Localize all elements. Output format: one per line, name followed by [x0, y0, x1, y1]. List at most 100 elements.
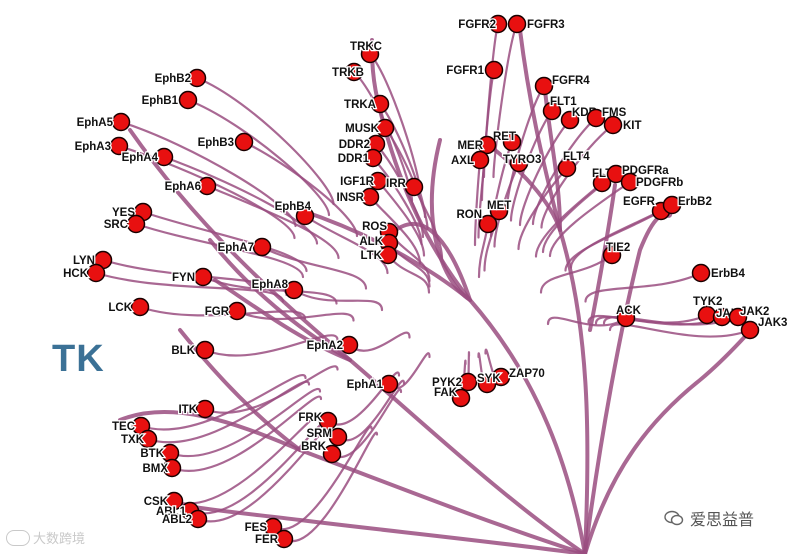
- kinase-label-flt4: FLT4: [563, 151, 590, 163]
- kinase-node-kdr: [560, 110, 580, 130]
- kinase-node-btk: [160, 443, 180, 463]
- kinase-label-ddr2: DDR2: [339, 139, 370, 151]
- tree-branch: [531, 116, 598, 226]
- kinase-node-igf1r: [368, 171, 388, 191]
- kinase-label-csk: CSK: [144, 496, 169, 508]
- kinase-node-txk: [138, 429, 158, 449]
- kinase-node-mer: [477, 135, 497, 155]
- kinase-label-ros: ROS: [362, 221, 387, 233]
- kinase-node-tyk2: [697, 305, 717, 325]
- kinase-node-itk: [195, 399, 215, 419]
- group-label-tk: TK: [52, 338, 105, 380]
- tree-branch: [162, 155, 319, 245]
- kinase-node-ephb2: [187, 68, 207, 88]
- kinase-label-epha5: EphA5: [77, 117, 114, 129]
- kinase-label-abl1: ABL1: [156, 506, 187, 518]
- kinase-node-ltk: [378, 245, 398, 265]
- kinase-label-met: MET: [487, 200, 511, 212]
- tree-branch: [139, 374, 307, 431]
- tree-branch: [608, 323, 752, 338]
- tree-branch: [330, 388, 403, 459]
- kinase-node-flt3: [592, 173, 612, 193]
- kinase-label-ephb3: EphB3: [198, 137, 234, 149]
- kinase-node-ret: [502, 132, 522, 152]
- kinase-label-abl2: ABL2: [162, 514, 192, 526]
- kinase-label-tyro3: TYRO3: [503, 154, 541, 166]
- kinase-label-igf1r: IGF1R: [340, 176, 375, 188]
- kinase-label-fgr: FGR: [205, 306, 230, 318]
- kinase-node-fgfr4: [534, 76, 554, 96]
- kinase-node-ephb4: [295, 206, 315, 226]
- kinase-node-met: [489, 201, 509, 221]
- kinase-label-ron: RON: [456, 209, 482, 221]
- kinase-label-ephb4: EphB4: [275, 201, 312, 213]
- kinase-node-pdgfrb: [620, 172, 640, 192]
- tree-branch: [493, 148, 562, 232]
- tree-branch: [347, 331, 411, 352]
- kinase-label-epha6: EphA6: [165, 181, 201, 193]
- kinase-label-srm: SRM: [306, 428, 332, 440]
- kinase-label-syk: SYK: [477, 373, 501, 385]
- kinase-label-tec: TEC: [112, 421, 135, 433]
- tree-branch: [146, 380, 311, 444]
- kinase-node-ack: [616, 308, 636, 328]
- kinase-label-fgfr2: FGFR2: [458, 19, 496, 31]
- tree-branch: [492, 22, 519, 179]
- kinase-node-epha6: [197, 176, 217, 196]
- tree-branch: [235, 309, 355, 322]
- kinase-node-fgfr3: [507, 14, 527, 34]
- kinase-label-yes: YES: [112, 207, 135, 219]
- kinase-node-pdgfra: [606, 164, 626, 184]
- kinase-label-frk: FRK: [298, 412, 322, 424]
- kinase-node-lck: [130, 297, 150, 317]
- tree-branch: [583, 328, 754, 554]
- kinase-label-axl: AXL: [451, 155, 474, 167]
- kinase-node-jak3: [740, 320, 760, 340]
- tree-branch: [134, 222, 305, 279]
- kinase-node-syk: [477, 374, 497, 394]
- kinase-node-epha2: [339, 335, 359, 355]
- kinase-node-trkc: [360, 44, 380, 64]
- tree-branch: [186, 98, 331, 217]
- tree-branch: [117, 144, 296, 240]
- tree-branch: [292, 288, 384, 312]
- tree-branch: [371, 156, 423, 246]
- chat-bubble-icon: [6, 529, 30, 546]
- tree-branch: [168, 387, 322, 457]
- tree-branch: [517, 166, 569, 251]
- tree-branch: [326, 371, 401, 426]
- kinase-node-insr: [360, 187, 380, 207]
- kinase-label-erbb4: ErbB4: [711, 268, 745, 280]
- kinase-node-fgr: [227, 301, 247, 321]
- kinase-node-jak2: [728, 307, 748, 327]
- tree-branch: [303, 214, 389, 275]
- kinase-label-trka: TRKA: [344, 99, 376, 111]
- kinase-label-fes: FES: [245, 522, 268, 534]
- kinase-label-trkb: TRKB: [332, 67, 364, 79]
- kinase-node-flt1: [542, 101, 562, 121]
- watermark-left: 大数跨境: [6, 528, 85, 547]
- kinase-node-fgfr2: [488, 14, 508, 34]
- kinase-node-fes: [263, 517, 283, 537]
- tree-branch: [101, 258, 288, 297]
- kinase-node-epha4: [154, 147, 174, 167]
- kinase-label-tyk2: TYK2: [693, 296, 722, 308]
- kinase-label-zap70: ZAP70: [509, 368, 545, 380]
- kinase-label-irr: IRR: [386, 178, 407, 190]
- tree-branch: [539, 253, 614, 294]
- kinase-label-btk: BTK: [140, 448, 164, 460]
- kinase-node-src: [126, 214, 146, 234]
- kinase-label-epha4: EphA4: [122, 152, 159, 164]
- kinase-node-ron: [478, 214, 498, 234]
- kinase-node-brk: [322, 444, 342, 464]
- kinase-node-abl2: [188, 509, 208, 529]
- tree-branch: [584, 271, 703, 303]
- kinase-node-fer: [274, 529, 294, 549]
- kinase-label-jak3: JAK3: [758, 317, 787, 329]
- kinase-label-epha7: EphA7: [218, 242, 254, 254]
- kinase-label-alk: ALK: [359, 236, 383, 248]
- tree-branch: [94, 271, 285, 303]
- kinase-label-egfr: EGFR: [623, 196, 656, 208]
- kinase-label-erbb2: ErbB2: [678, 196, 712, 208]
